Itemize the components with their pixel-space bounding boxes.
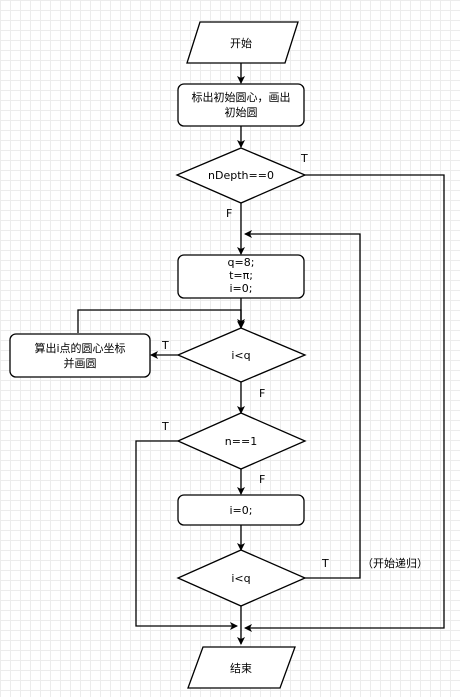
- recurse-note-label: （开始递归）: [362, 556, 428, 570]
- loop-check-node: i<q: [176, 327, 307, 383]
- init-label-line2: t=π;: [229, 269, 253, 282]
- depth-check-label: nDepth==0: [208, 169, 274, 182]
- calc-center-label-line1: 算出i点的圆心坐标: [34, 341, 125, 355]
- init-node: q=8; t=π; i=0;: [177, 254, 305, 299]
- calc-center-node: 算出i点的圆心坐标 并画圆: [9, 333, 151, 378]
- mark-center-node: 标出初始圆心，画出 初始圆: [177, 83, 305, 127]
- init-label-line1: q=8;: [228, 256, 255, 269]
- depth-false-label: F: [226, 207, 232, 220]
- loop-check2-node: i<q: [176, 549, 307, 607]
- mark-center-label-line2: 初始圆: [225, 105, 258, 119]
- mark-center-label-line1: 标出初始圆心，画出: [192, 90, 291, 104]
- loop-true-label: T: [161, 339, 169, 352]
- n-true-label: T: [161, 420, 169, 433]
- start-node: 开始: [186, 21, 299, 64]
- reset-i-label: i=0;: [230, 504, 253, 517]
- n-false-label: F: [259, 473, 265, 486]
- edge-recurse-back: [244, 230, 361, 579]
- init-label-line3: i=0;: [230, 282, 253, 295]
- loop-check2-label: i<q: [231, 572, 250, 585]
- edge-calc-back-to-loop: [77, 309, 245, 333]
- end-node: 结束: [187, 646, 296, 689]
- loop-check-label: i<q: [231, 349, 250, 362]
- n-check-label: n==1: [225, 435, 257, 448]
- edge-depth-true-to-end: [244, 174, 445, 632]
- recurse-true-label: T: [321, 557, 329, 570]
- end-label: 结束: [230, 662, 252, 675]
- start-label: 开始: [230, 36, 252, 50]
- n-check-node: n==1: [176, 412, 307, 470]
- loop-false-label: F: [259, 387, 265, 400]
- edge-n-true-to-end: [135, 440, 238, 630]
- depth-check-node: nDepth==0: [175, 147, 307, 204]
- reset-i-node: i=0;: [177, 494, 305, 526]
- calc-center-label-line2: 并画圆: [64, 356, 97, 370]
- depth-true-label: T: [300, 152, 308, 165]
